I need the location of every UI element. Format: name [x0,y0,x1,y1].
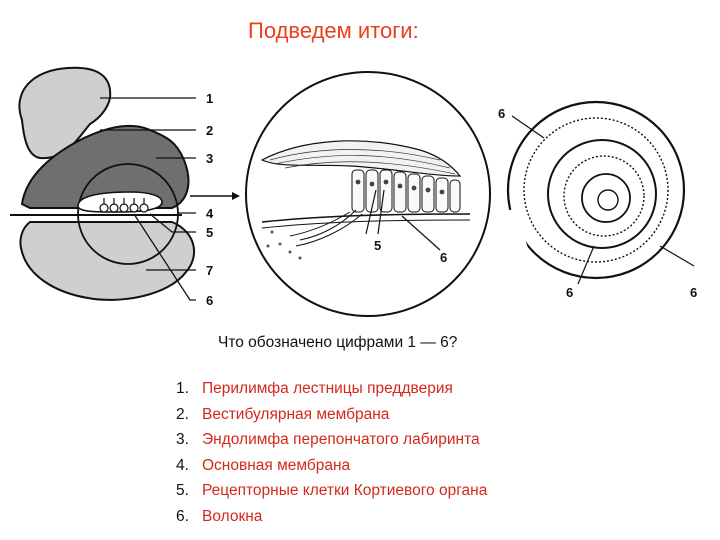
answer-text: Перилимфа лестницы преддверия [202,380,453,397]
answer-number: 3. [176,431,189,448]
answer-number: 6. [176,507,189,525]
question-text: Что обозначено цифрами 1 — 6? [218,334,458,351]
answer-text: Волокна [202,507,263,525]
answer-text: Основная мембрана [202,456,351,474]
organ-of-corti-magnified: 5 6 [245,71,491,317]
answer-item: 6. Волокна [176,504,487,530]
label-5: 5 [206,225,213,240]
answer-item: 2. Вестибулярная мембрана [176,402,487,428]
answer-item: 3. Эндолимфа перепончатого лабиринта [176,427,487,453]
receptor-cells [99,198,149,213]
answer-text: Эндолимфа перепончатого лабиринта [202,431,480,448]
answer-item: 1. Перилимфа лестницы преддверия [176,376,487,402]
answer-text: Вестибулярная мембрана [202,405,390,423]
organ-label-6: 6 [440,250,447,265]
cochlea-label-6-top: 6 [498,106,505,121]
answer-number: 4. [176,456,189,474]
cochlea-label-6-bottom: 6 [566,285,573,300]
cochlea-label-6-right: 6 [690,285,697,300]
slide-title: Подведем итоги: [248,18,419,43]
cochlea-spiral: 6 6 6 [498,100,697,300]
ear-cochlea-diagram: 1 2 3 4 5 7 6 [10,66,697,317]
answer-number: 1. [176,380,189,397]
scala-tympani [19,221,195,301]
scala-vestibuli [18,66,112,160]
organ-label-5: 5 [374,238,381,253]
answer-item: 4. Основная мембрана [176,453,487,479]
label-4: 4 [206,206,214,221]
label-7: 7 [206,263,213,278]
label-3: 3 [206,151,213,166]
answer-list: 1. Перилимфа лестницы преддверия 2. Вестиб… [176,376,487,529]
answer-text: Рецепторные клетки Кортиевого органа [202,482,488,499]
label-6: 6 [206,293,213,308]
label-2: 2 [206,123,213,138]
answer-number: 5. [176,482,189,499]
cochlear-duct-section: 1 2 3 4 5 7 6 [10,66,240,308]
answer-item: 5. Рецепторные клетки Кортиевого органа [176,478,487,504]
label-1: 1 [206,91,213,106]
answer-number: 2. [176,405,189,423]
